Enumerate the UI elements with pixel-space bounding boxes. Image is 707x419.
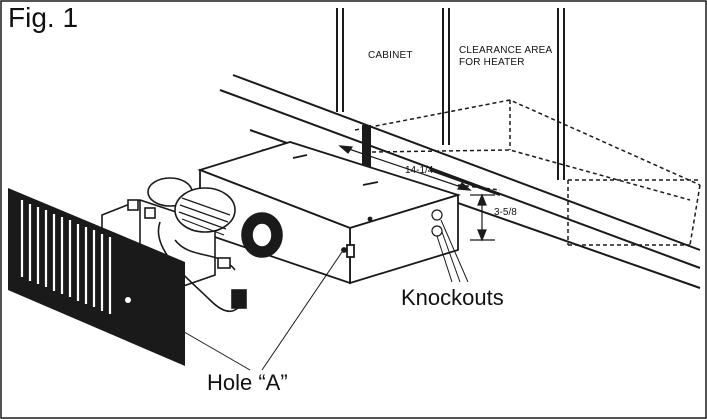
grille-panel <box>8 188 185 366</box>
hole-a-label: Hole “A” <box>207 370 288 395</box>
knockout-leader-lines <box>436 219 469 283</box>
front-grille <box>8 188 185 366</box>
grille-slots <box>20 200 112 314</box>
figure-title: Fig. 1 <box>8 2 79 33</box>
dimension-height-label: 3-5/8 <box>494 207 517 218</box>
knockout-holes <box>431 209 443 237</box>
hole-leader-lines <box>133 251 343 371</box>
dimension-width-arrow <box>338 145 472 191</box>
dimension-height-arrow <box>470 193 495 242</box>
hole-a-marker <box>125 297 131 303</box>
clearance-label-line1: CLEARANCE AREA <box>459 45 553 56</box>
clearance-area-outline <box>354 99 701 246</box>
clearance-label-line2: FOR HEATER <box>459 57 525 68</box>
knockouts-label: Knockouts <box>401 285 504 310</box>
dimension-width-label: 14-1/4 <box>405 165 434 176</box>
kick-plate-strip <box>362 125 371 175</box>
cabinet-label: CABINET <box>368 50 413 61</box>
